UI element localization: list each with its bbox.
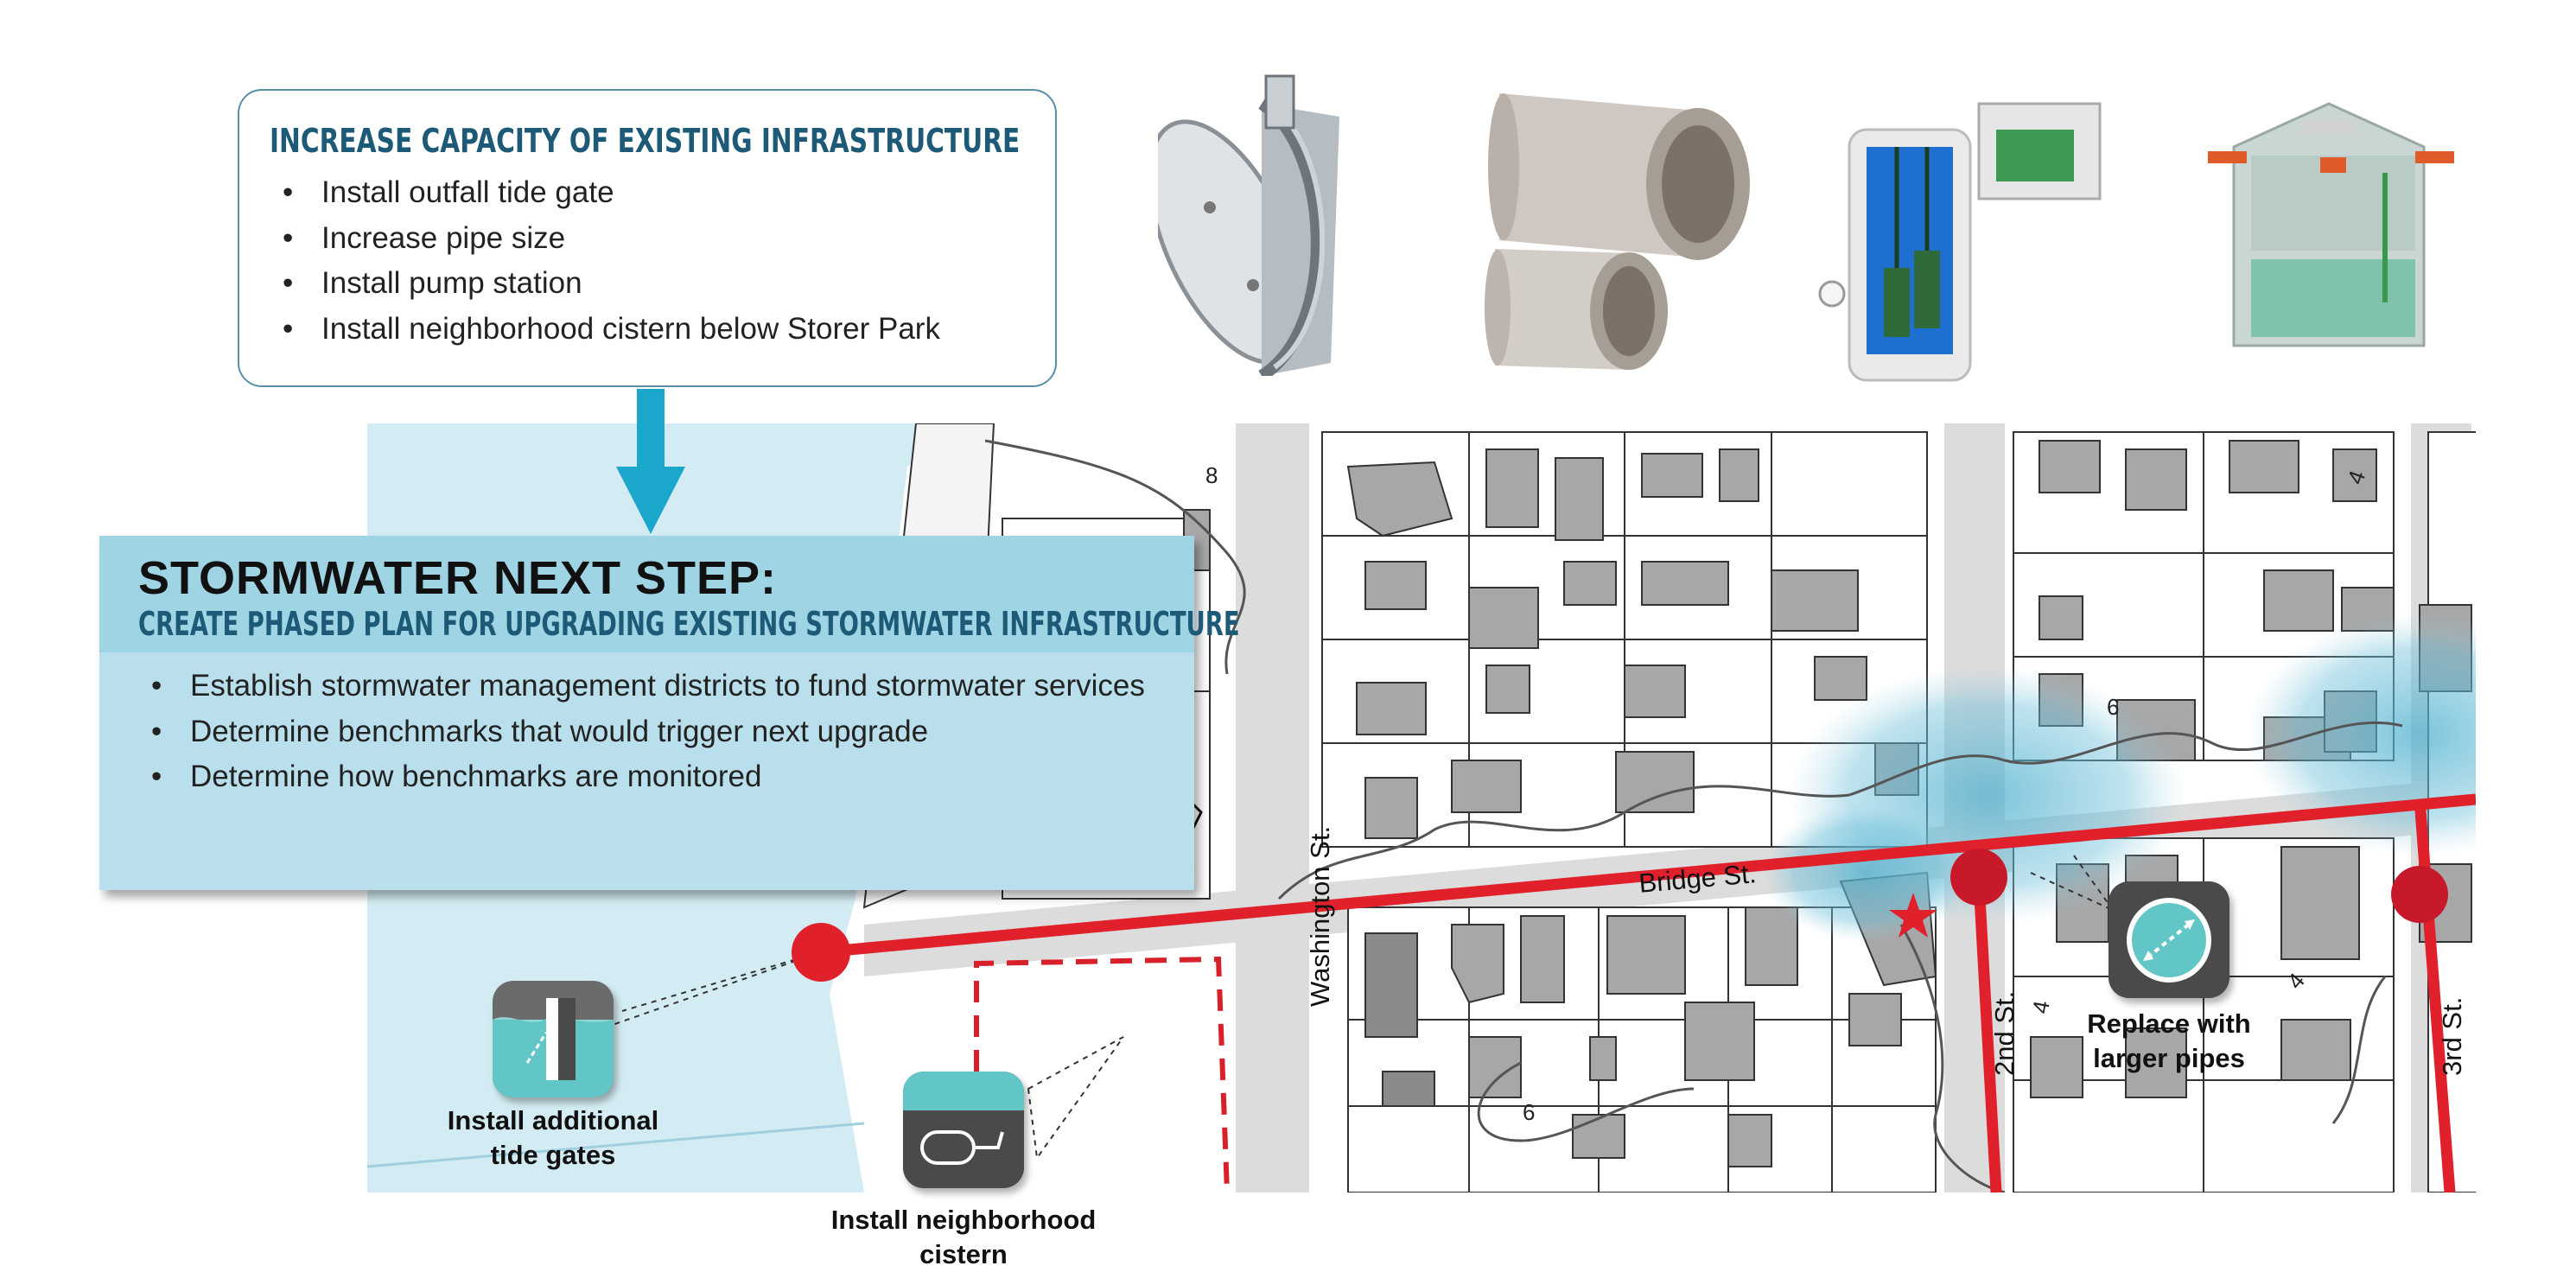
cistern-photo — [2208, 102, 2454, 347]
list-item: Establish stormwater management district… — [143, 664, 1145, 709]
increase-capacity-title: INCREASE CAPACITY OF EXISTING INFRASTRUC… — [270, 122, 1021, 160]
cistern-icon — [903, 1072, 1024, 1188]
next-step-list: Establish stormwater management district… — [143, 664, 1145, 800]
list-item: Install pump station — [274, 261, 940, 307]
arrow-shaft — [637, 389, 665, 471]
street-label-washington: Washington St. — [1305, 825, 1335, 1007]
next-step-panel: STORMWATER NEXT STEP: CREATE PHASED PLAN… — [99, 536, 1240, 890]
outfall-node — [792, 923, 850, 982]
tide-gate-photo — [1158, 74, 1339, 376]
street-label-3rd: 3rd St. — [2437, 996, 2467, 1076]
pipes-label: Replace with larger pipes — [2087, 1008, 2251, 1073]
tide-gates-label: Install additional tide gates — [447, 1105, 659, 1170]
list-item: Increase pipe size — [274, 216, 940, 262]
next-step-header: STORMWATER NEXT STEP: CREATE PHASED PLAN… — [99, 536, 1240, 652]
street-label-2nd: 2nd St. — [1989, 990, 2019, 1076]
cistern-label: Install neighborhood cistern — [830, 1205, 1097, 1269]
pipe-size-icon — [2109, 881, 2229, 998]
list-item: Determine how benchmarks are monitored — [143, 754, 1145, 800]
contour-label: 6 — [1523, 1099, 1536, 1125]
increase-capacity-list: Install outfall tide gate Increase pipe … — [274, 170, 940, 352]
tide-gate-icon — [493, 981, 614, 1097]
contour-label: 6 — [2107, 694, 2120, 720]
next-step-subtitle: CREATE PHASED PLAN FOR UPGRADING EXISTIN… — [138, 605, 1240, 643]
next-step-title: STORMWATER NEXT STEP: — [138, 552, 778, 604]
arrow-head — [616, 467, 685, 534]
list-item: Install outfall tide gate — [274, 170, 940, 216]
pump-station-photo — [1818, 102, 2102, 382]
list-item: Install neighborhood cistern below Store… — [274, 307, 940, 353]
concrete-pipe-photo — [1485, 93, 1750, 370]
list-item: Determine benchmarks that would trigger … — [143, 709, 1145, 755]
increase-capacity-callout: INCREASE CAPACITY OF EXISTING INFRASTRUC… — [238, 89, 1057, 387]
contour-label: 8 — [1205, 462, 1218, 488]
